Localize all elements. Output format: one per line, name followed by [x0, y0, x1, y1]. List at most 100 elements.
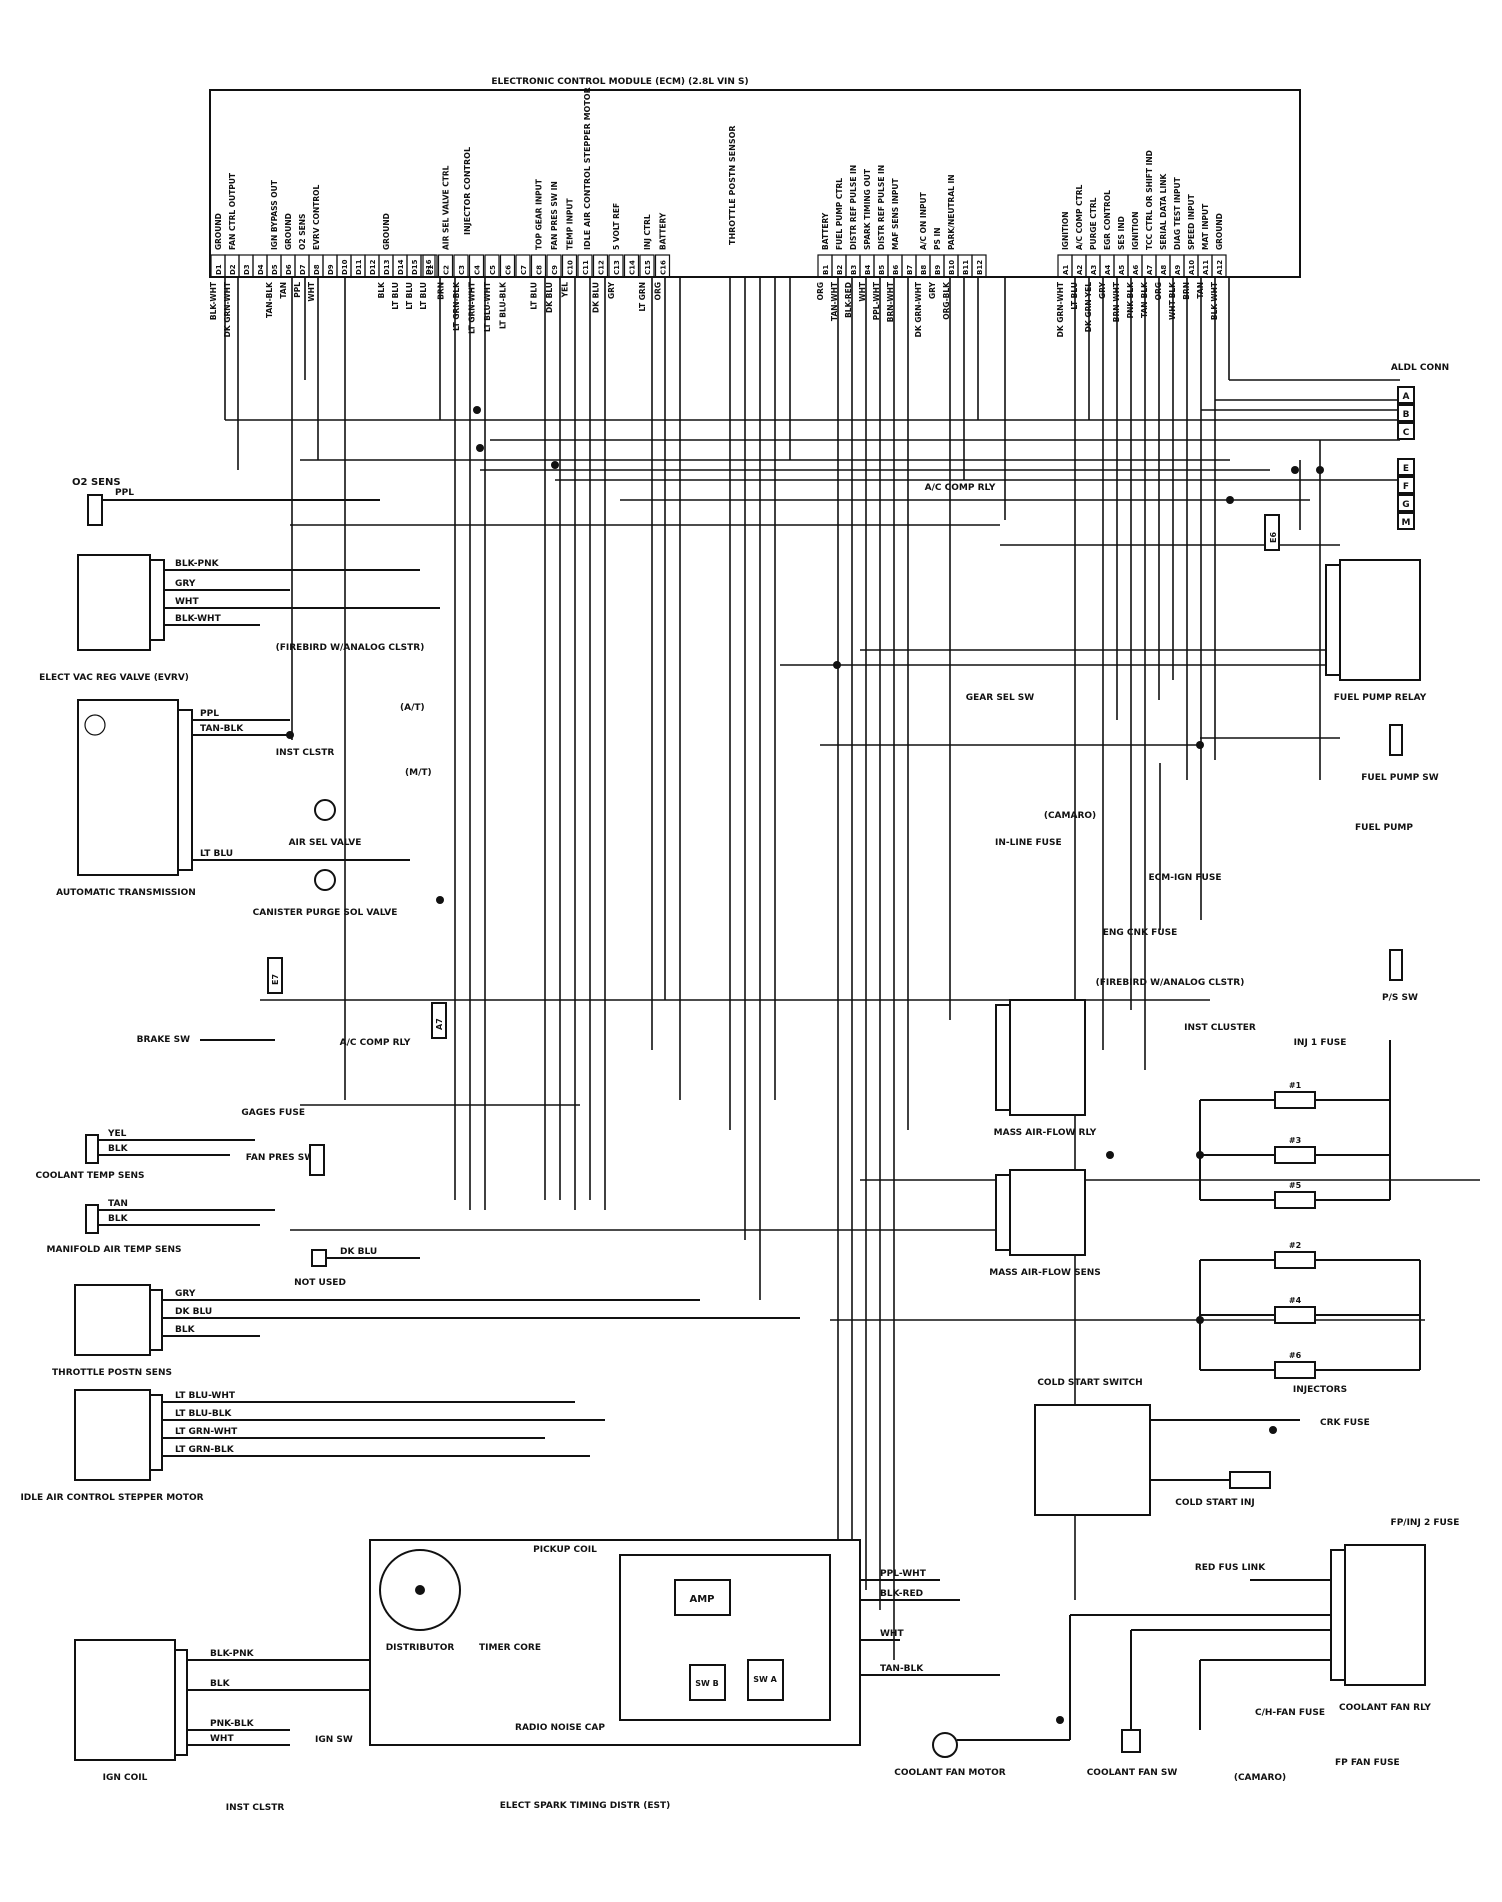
- manifold-air-temp-label: MANIFOLD AIR TEMP SENS: [47, 1245, 182, 1255]
- ecm-pin-function: FUEL PUMP CTRL: [835, 178, 844, 250]
- ecm-pin-id: C9: [551, 265, 559, 275]
- svg-text:LT BLU-WHT: LT BLU-WHT: [175, 1391, 236, 1401]
- fuel-pump-sw: [1389, 724, 1403, 756]
- fuse-e7: [267, 957, 283, 994]
- ecm-pin-function: DIAG TEST INPUT: [1173, 176, 1182, 250]
- radio-noise-cap-label: RADIO NOISE CAP: [515, 1723, 605, 1733]
- inst-clstr-bottom-label: INST CLSTR: [226, 1803, 285, 1813]
- svg-text:PPL: PPL: [200, 709, 219, 719]
- svg-text:LT GRN-WHT: LT GRN-WHT: [175, 1427, 238, 1437]
- canister-purge-label: CANISTER PURGE SOL VALVE: [253, 908, 398, 918]
- svg-text:DK BLU: DK BLU: [340, 1247, 377, 1257]
- ecm-pin-id: B2: [836, 265, 844, 275]
- o2-wire-label: PPL: [115, 488, 134, 498]
- ecm-pin-function: IGNITION: [1061, 211, 1070, 250]
- ecm-pin-id: C3: [458, 265, 466, 275]
- automatic-transmission: PPL TAN-BLK LT BLU AUTOMATIC TRANSMISSIO…: [56, 699, 410, 898]
- ecm-pin-id: A6: [1132, 265, 1140, 275]
- ecm-pin-id: A5: [1118, 265, 1126, 275]
- ecm-pin-wire-color: BRN: [437, 282, 446, 300]
- fuel-pump-sw-label: FUEL PUMP SW: [1361, 773, 1439, 783]
- ecm-pin-function: PARK/NEUTRAL IN: [947, 174, 956, 250]
- ecm-pin-wire-color: BLK-RED: [844, 282, 853, 318]
- ecm-pin-wire-color: YEL: [561, 282, 570, 299]
- ign-coil-label: IGN COIL: [103, 1773, 148, 1783]
- ecm-pin-id: D15: [411, 259, 419, 275]
- ecm-pin-cell: [592, 254, 609, 278]
- ecm-pin-wire-color: WHT: [858, 281, 867, 302]
- ecm-pin-wire-color: GRY: [607, 281, 616, 299]
- ecm-pin-wire-color: BRN-WHT: [886, 281, 895, 322]
- manifold-air-temp-sensor: TAN BLK MANIFOLD AIR TEMP SENS: [47, 1199, 275, 1255]
- ps-sw: [1389, 949, 1403, 981]
- ecm-pin-id: A9: [1174, 265, 1182, 275]
- coolant-fan-relay: RED FUS LINK COOLANT FAN RLY C/H-FAN FUS…: [1195, 1544, 1431, 1783]
- ecm-pin-id: B12: [976, 260, 984, 275]
- ecm-pin-id: B6: [892, 265, 900, 275]
- junction-dots: [286, 406, 1324, 1724]
- o2-sens-label: O2 SENS: [72, 477, 121, 488]
- ecm-pin-function: IGN BYPASS OUT: [270, 179, 279, 250]
- at-label: (A/T): [400, 703, 425, 713]
- ecm-pin-cell: [530, 254, 547, 278]
- ecm-pin-wire-color: LT GRN-WHT: [468, 281, 477, 334]
- ecm-pin-cell: [639, 254, 655, 278]
- ecm-pin-function: GROUND: [284, 213, 293, 250]
- svg-text:BLK-WHT: BLK-WHT: [175, 614, 222, 624]
- ecm-pin-id: A8: [1160, 265, 1168, 275]
- ecm-pin-function: PURGE CTRL: [1089, 197, 1098, 250]
- ecm-pin-cell: [561, 254, 578, 278]
- ecm-pin-id: D5: [271, 264, 279, 275]
- ecm-pin-wire-color: DK GRN-WHT: [223, 281, 232, 337]
- ecm-pin-wire-color: ORG: [654, 282, 663, 300]
- fp-fan-fuse-label: FP FAN FUSE: [1335, 1758, 1400, 1768]
- aldl-pin-label: M: [1402, 518, 1411, 528]
- ecm-pin-wire-color: DK GRN-WHT: [1056, 281, 1065, 337]
- ecm-pin-function: EGR CONTROL: [1103, 190, 1112, 250]
- svg-text:LT BLU-BLK: LT BLU-BLK: [175, 1409, 232, 1419]
- ecm-pin-function: MAF SENS INPUT: [891, 178, 900, 250]
- aldl-pin: [1397, 386, 1415, 404]
- ecm-pin-cell: [623, 254, 640, 278]
- fuse-a7: [431, 1002, 447, 1039]
- injector: [1274, 1146, 1316, 1164]
- est-label: ELECT SPARK TIMING DISTR (EST): [500, 1801, 671, 1811]
- fuse-e6: [1264, 514, 1280, 551]
- aldl-conn-label: ALDL CONN: [1391, 363, 1449, 373]
- iac-stepper-motor: LT BLU-WHT LT BLU-BLK LT GRN-WHT LT GRN-…: [20, 1389, 605, 1503]
- svg-text:WHT: WHT: [175, 597, 199, 607]
- ecm-pin-function: EVRV CONTROL: [312, 184, 321, 250]
- inst-clstr-mid-label: INST CLSTR: [276, 748, 335, 758]
- e6-label: E6: [1269, 532, 1278, 543]
- a7-label: A7: [435, 1018, 444, 1030]
- injector-label: #5: [1289, 1181, 1302, 1190]
- aldl-pin-label: B: [1403, 410, 1410, 420]
- maf-sens-label: MASS AIR-FLOW SENS: [989, 1268, 1101, 1278]
- aldl-pin: [1397, 494, 1415, 512]
- injector: [1274, 1251, 1316, 1269]
- ecm-pin-id: C13: [613, 260, 621, 275]
- ecm-pin-id: A10: [1188, 260, 1196, 275]
- ecm-pin-id: D9: [327, 264, 335, 275]
- ecm-pin-cell: [608, 254, 624, 278]
- inst-cluster-label: INST CLUSTER: [1184, 1023, 1256, 1033]
- ecm-pin-cell: [654, 254, 671, 278]
- ecm-pin-function: GROUND: [1215, 213, 1224, 250]
- throttle-postn-label: THROTTLE POSTN SENS: [52, 1368, 172, 1378]
- svg-text:PPL-WHT: PPL-WHT: [880, 1569, 927, 1579]
- cold-start-switch-label: COLD START SWITCH: [1037, 1378, 1142, 1388]
- ecm-pin-id: C15: [644, 260, 652, 275]
- ecm-title: ELECTRONIC CONTROL MODULE (ECM) (2.8L VI…: [491, 77, 748, 87]
- ecm-pin-id: A2: [1076, 265, 1084, 275]
- svg-text:LT GRN-BLK: LT GRN-BLK: [175, 1445, 235, 1455]
- evrv: BLK-PNK GRY WHT BLK-WHT ELECT VAC REG VA…: [39, 554, 440, 683]
- ecm-pin-wire-color: PPL-WHT: [872, 281, 881, 320]
- cold-start-inj-label: COLD START INJ: [1175, 1498, 1255, 1508]
- injector-label: #2: [1289, 1241, 1301, 1250]
- ecm-pin-id: D10: [341, 259, 349, 275]
- ecm-pin-function: TCC CTRL OR SHIFT IND: [1145, 150, 1154, 250]
- ecm-pin-id: C5: [489, 265, 497, 275]
- injector: [1274, 1361, 1316, 1379]
- svg-text:GRY: GRY: [175, 579, 196, 589]
